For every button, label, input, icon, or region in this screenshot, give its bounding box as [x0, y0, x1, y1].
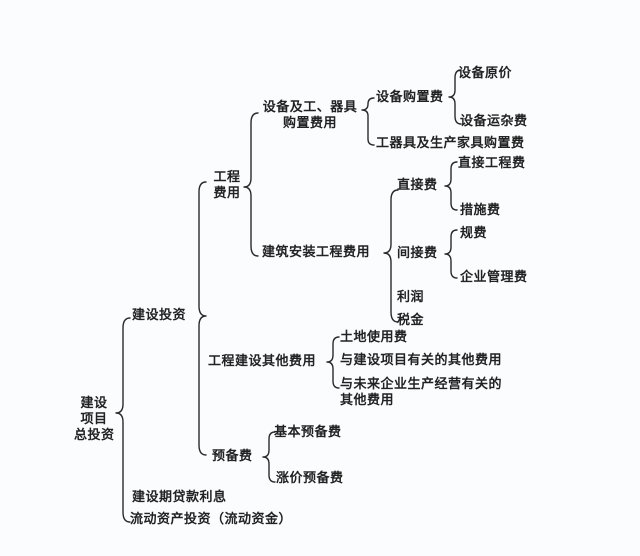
measures-cost-label: 措施费: [460, 203, 501, 218]
equipment-transport-label: 设备运杂费: [460, 114, 528, 129]
future-operation-costs-label: 与未来企业生产经营有关的 其他费用: [340, 377, 502, 409]
root-label-line3: 总投资: [74, 428, 115, 443]
tax-label: 税金: [397, 313, 425, 328]
management-fees-label: 企业管理费: [460, 270, 528, 285]
equipment-tools-label: 设备及工、器具 购置费用: [258, 100, 362, 132]
brace-direct: [444, 161, 458, 211]
brace-building: [383, 189, 399, 323]
engineering-cost-line2: 费用: [213, 186, 241, 201]
construction-investment-label: 建设投资: [132, 308, 187, 323]
project-related-costs-label: 与建设项目有关的其他费用: [340, 353, 503, 368]
reserve-label: 预备费: [212, 449, 253, 464]
other-costs-label: 工程建设其他费用: [208, 354, 317, 369]
engineering-cost-label: 工程 费用: [210, 170, 244, 202]
engineering-cost-line1: 工程: [213, 170, 241, 185]
brace-engineering: [243, 112, 259, 257]
root-label: 建设 项目 总投资: [74, 396, 114, 444]
equipment-original-price-label: 设备原价: [458, 66, 513, 81]
equipment-tools-line2: 购置费用: [282, 116, 337, 131]
loan-interest-label: 建设期贷款利息: [132, 490, 227, 505]
root-label-line2: 项目: [80, 412, 108, 427]
equipment-tools-line1: 设备及工、器具: [262, 100, 358, 115]
future-operation-costs-line2: 其他费用: [340, 393, 395, 408]
price-reserve-label: 涨价预备费: [276, 471, 344, 486]
indirect-cost-label: 间接费: [397, 246, 438, 261]
future-operation-costs-line1: 与未来企业生产经营有关的: [340, 377, 503, 392]
brace-other-costs: [326, 336, 340, 389]
root-label-line1: 建设: [80, 396, 108, 411]
basic-reserve-label: 基本预备费: [274, 425, 342, 440]
land-use-fee-label: 土地使用费: [340, 330, 408, 345]
brace-indirect: [444, 229, 458, 279]
direct-cost-label: 直接费: [397, 178, 438, 193]
brace-reserve: [262, 431, 276, 483]
building-installation-label: 建筑安装工程费用: [262, 245, 371, 260]
equipment-purchase-label: 设备购置费: [376, 90, 444, 105]
brace-construction: [198, 181, 207, 456]
tools-purchase-label: 工器具及生产家具购置费: [376, 136, 525, 151]
brace-root: [115, 317, 131, 523]
brace-equipment: [361, 97, 375, 146]
profit-label: 利润: [397, 290, 425, 305]
brace-equipment-purchase: [448, 69, 462, 125]
direct-engineering-cost-label: 直接工程费: [458, 156, 526, 171]
working-capital-label: 流动资产投资（流动资金）: [130, 512, 293, 527]
regulatory-fees-label: 规费: [460, 226, 488, 241]
